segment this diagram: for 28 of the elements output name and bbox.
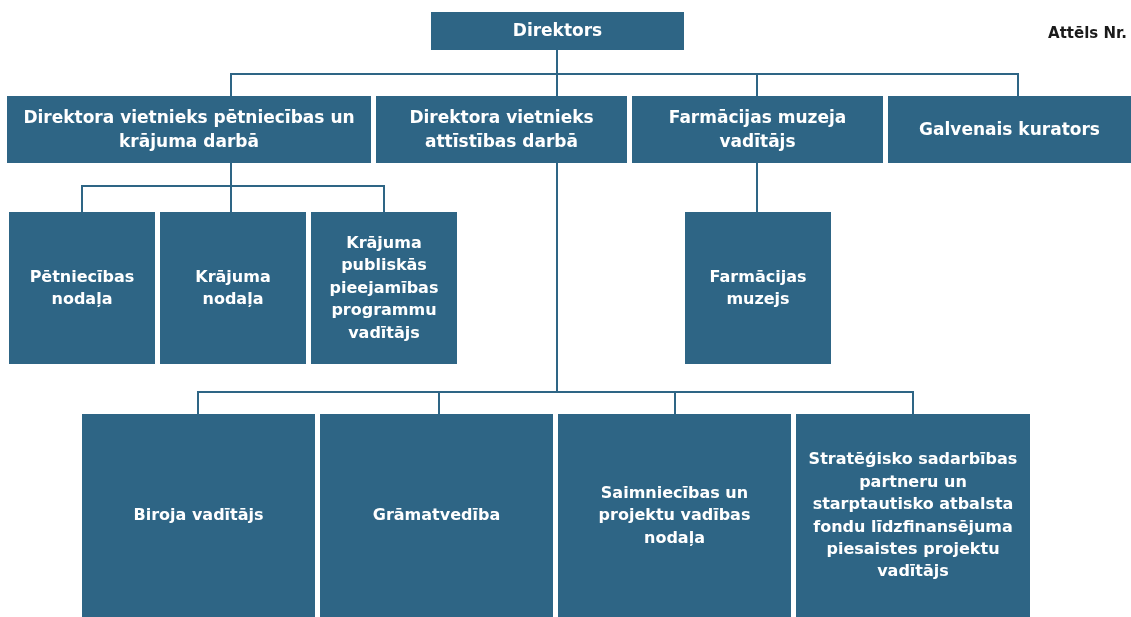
figure-number: Attēls Nr. (1048, 24, 1127, 42)
org-unit-box (888, 96, 1131, 163)
unit-title: Direktors (512, 19, 603, 43)
unit-title: Direktora vietnieks pētniecības un krājuma darbā (22, 105, 356, 153)
unit-title: Krājuma publiskās pieejamības programmu vadītājs (328, 232, 440, 344)
unit-title: Saimniecības un projektu vadības nodaļa (597, 481, 752, 549)
unit-title: Farmācijas muzejs (708, 265, 808, 310)
org-unit-box (796, 414, 1030, 617)
org-unit-box (632, 96, 883, 163)
org-unit-box (311, 212, 457, 364)
org-unit-box (7, 96, 371, 163)
org-unit-box (376, 96, 627, 163)
org-unit-box (160, 212, 306, 364)
unit-title: Galvenais kurators (919, 117, 1100, 141)
org-unit-box (558, 414, 791, 617)
org-unit-box (685, 212, 831, 364)
connector-line (756, 162, 758, 213)
unit-title: Farmācijas muzeja vadītājs (667, 105, 848, 153)
unit-title: Direktora vietnieks attīstības darbā (408, 105, 595, 153)
org-unit-box (320, 414, 553, 617)
unit-title: Pētniecības nodaļa (28, 265, 136, 310)
org-unit-box (9, 212, 155, 364)
unit-title: Krājuma nodaļa (194, 265, 272, 310)
unit-title: Stratēģisko sadarbības partneru un starptautisko atbalsta fondu līdzfinansējuma piesaistes projektu vadītājs (807, 448, 1019, 583)
unit-title: Biroja vadītājs (133, 504, 264, 527)
org-unit-box (82, 414, 315, 617)
org-unit-box (431, 12, 684, 50)
unit-title: Grāmatvedība (372, 504, 501, 527)
